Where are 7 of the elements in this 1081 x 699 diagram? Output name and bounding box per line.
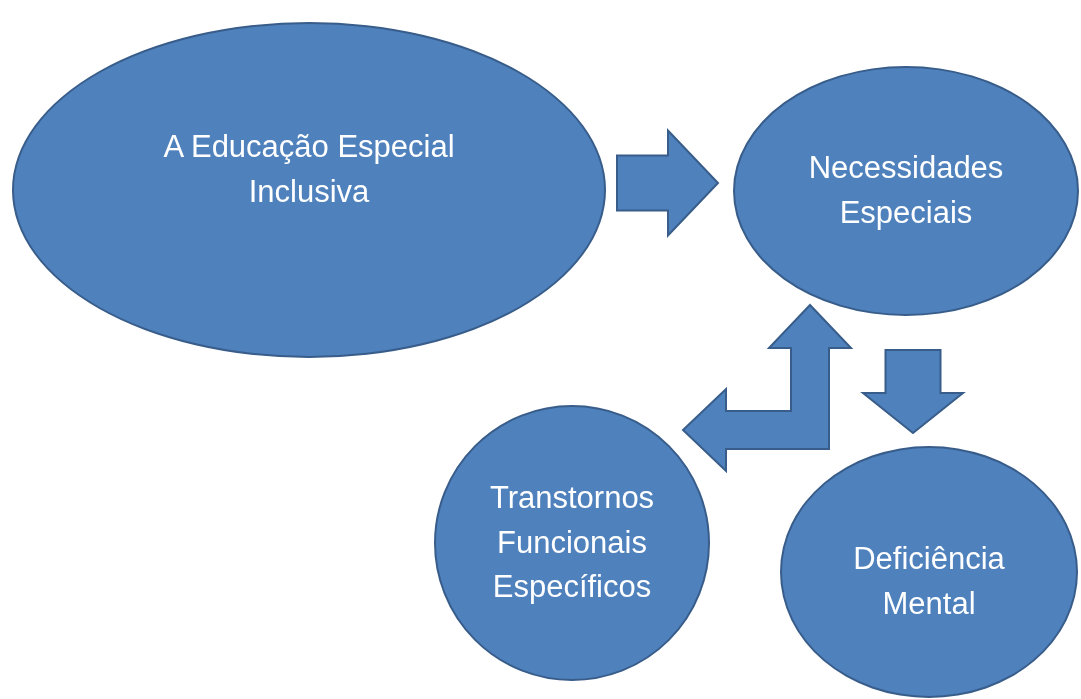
node-label: A Educação Especial Inclusiva bbox=[162, 128, 456, 211]
block-arrow bbox=[616, 128, 720, 238]
node-label: Deficiência Mental bbox=[852, 540, 1006, 623]
block-arrow bbox=[681, 303, 854, 474]
node-label: Necessidades Especiais bbox=[807, 149, 1005, 232]
node-label: Transtornos Funcionais Específicos bbox=[488, 478, 656, 607]
block-arrow bbox=[860, 349, 966, 435]
